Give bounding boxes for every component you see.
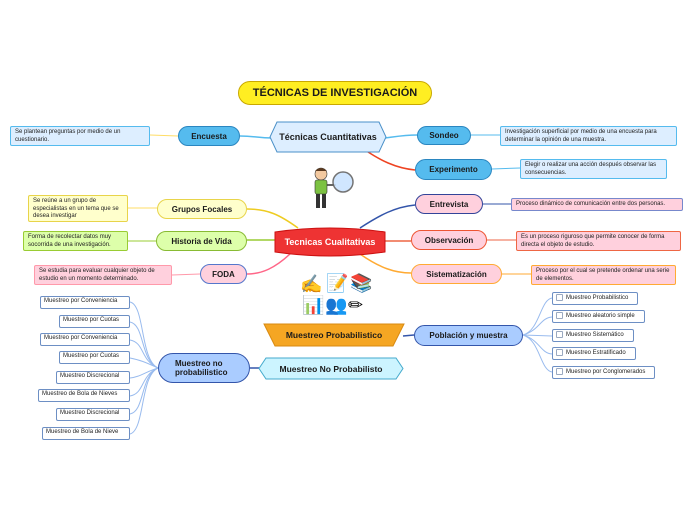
- entrevista-node[interactable]: Entrevista: [415, 194, 483, 214]
- prob-item-4[interactable]: Muestreo Estratificado: [552, 347, 636, 360]
- entrevista-note: Proceso dinámico de comunicación entre d…: [511, 198, 683, 211]
- writer-icon: ✏: [348, 295, 364, 315]
- foda-note: Se estudia para evaluar cualquier objeto…: [34, 265, 172, 285]
- experimento-note: Elegir o realizar una acción después obs…: [520, 159, 667, 179]
- prob-item-2[interactable]: Muestreo aleatorio simple: [552, 310, 645, 323]
- prob-item-3[interactable]: Muestreo Sistemático: [552, 329, 634, 342]
- writing-icon: ✍: [300, 274, 323, 294]
- cuantitativas-label: Técnicas Cuantitativas: [279, 132, 377, 142]
- grupos-focales-node[interactable]: Grupos Focales: [157, 199, 247, 219]
- checkbox-icon: [556, 349, 563, 356]
- encuesta-note: Se plantean preguntas por medio de un cu…: [10, 126, 150, 146]
- observacion-note: Es un proceso riguroso que permite conoc…: [516, 231, 681, 251]
- cualitativas-shape[interactable]: [274, 226, 386, 258]
- nonprob-item-4[interactable]: Muestreo por Cuotas: [59, 351, 130, 364]
- nonprob-item-3[interactable]: Muestreo por Conveniencia: [40, 333, 130, 346]
- book-icon: 📚: [350, 273, 373, 293]
- nonprob-item-1[interactable]: Muestreo por Conveniencia: [40, 296, 130, 309]
- cuantitativas-shape[interactable]: [269, 121, 387, 153]
- checkbox-icon: [556, 368, 563, 375]
- sistematizacion-node[interactable]: Sistematización: [411, 264, 502, 284]
- sistematizacion-note: Proceso por el cual se pretende ordenar …: [531, 265, 676, 285]
- observacion-node[interactable]: Observación: [411, 230, 487, 250]
- muestreo-no-probabilisto-banner: Muestreo No Probabilisto: [279, 363, 383, 374]
- checkbox-icon: [556, 312, 563, 319]
- magnifier-person-icon: [314, 167, 354, 208]
- people-icon: 👥: [325, 295, 348, 315]
- checkbox-icon: [556, 331, 563, 338]
- nonprob-item-2[interactable]: Muestreo por Cuotas: [59, 315, 130, 328]
- checkbox-icon: [556, 294, 563, 301]
- main-title-text: TÉCNICAS DE INVESTIGACIÓN: [252, 87, 418, 99]
- experimento-node[interactable]: Experimento: [415, 159, 492, 180]
- person-chart-icon: 📊: [302, 295, 325, 315]
- muestreo-probabilistico-banner: Muestreo Probabilistico: [285, 330, 383, 340]
- foda-node[interactable]: FODA: [200, 264, 247, 284]
- muestreo-no-probabilisto-banner-shape[interactable]: [258, 357, 404, 380]
- nonprob-item-6[interactable]: Muestreo de Bola de Nieves: [38, 389, 130, 402]
- nonprob-item-5[interactable]: Muestreo Discrecional: [56, 371, 130, 384]
- main-title[interactable]: TÉCNICAS DE INVESTIGACIÓN: [238, 81, 432, 105]
- poblacion-muestra-node[interactable]: Población y muestra: [414, 325, 523, 346]
- sondeo-note: Investigación superficial por medio de u…: [500, 126, 677, 146]
- prob-item-1[interactable]: Muestreo Probabilistico: [552, 292, 638, 305]
- grupos-focales-note: Se reúne a un grupo de especialistas en …: [28, 195, 128, 222]
- historia-vida-node[interactable]: Historia de Vida: [156, 231, 247, 251]
- muestreo-no-prob-node[interactable]: Muestreo no probabilistico: [158, 353, 250, 383]
- prob-item-5[interactable]: Muestreo por Conglomerados: [552, 366, 655, 379]
- nonprob-item-7[interactable]: Muestreo Discrecional: [56, 408, 130, 421]
- cualitativas-label: Tecnicas Cualitativas: [284, 237, 376, 247]
- sondeo-node[interactable]: Sondeo: [417, 126, 471, 145]
- historia-vida-note: Forma de recolectar datos muy socorrida …: [23, 231, 128, 251]
- nonprob-item-8[interactable]: Muestreo de Bola de Nieve: [42, 427, 130, 440]
- muestreo-probabilistico-banner-shape[interactable]: [263, 323, 405, 347]
- encuesta-node[interactable]: Encuesta: [178, 126, 240, 146]
- pencil-paper-icon: 📝: [326, 273, 349, 293]
